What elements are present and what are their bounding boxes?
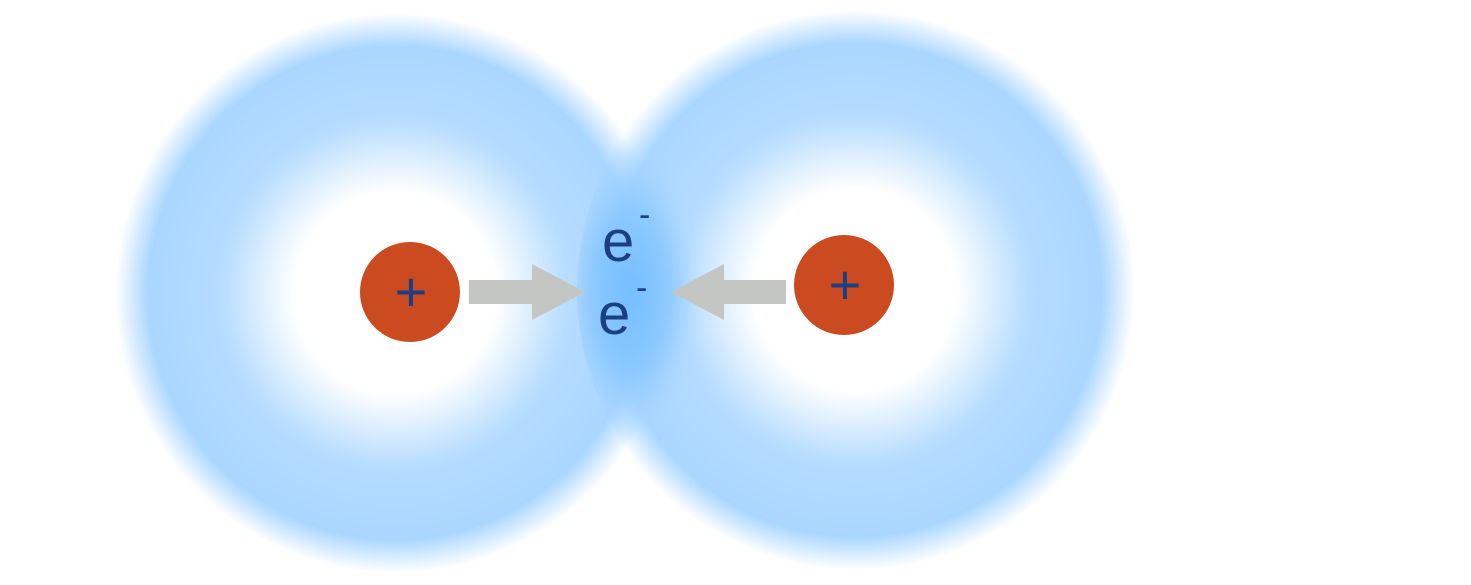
right-nucleus (794, 235, 894, 335)
overlap-region (577, 142, 700, 442)
left-nucleus-charge: + (395, 260, 428, 323)
electron-2-charge: - (636, 269, 647, 307)
right-nucleus-charge: + (829, 253, 862, 316)
electron-2-symbol: e (598, 282, 630, 347)
electron-1-symbol: e (602, 209, 634, 274)
electron-1-charge: - (639, 196, 650, 234)
right-arrow-icon (469, 264, 585, 320)
left-arrow-icon (671, 264, 786, 320)
left-nucleus (360, 242, 460, 342)
